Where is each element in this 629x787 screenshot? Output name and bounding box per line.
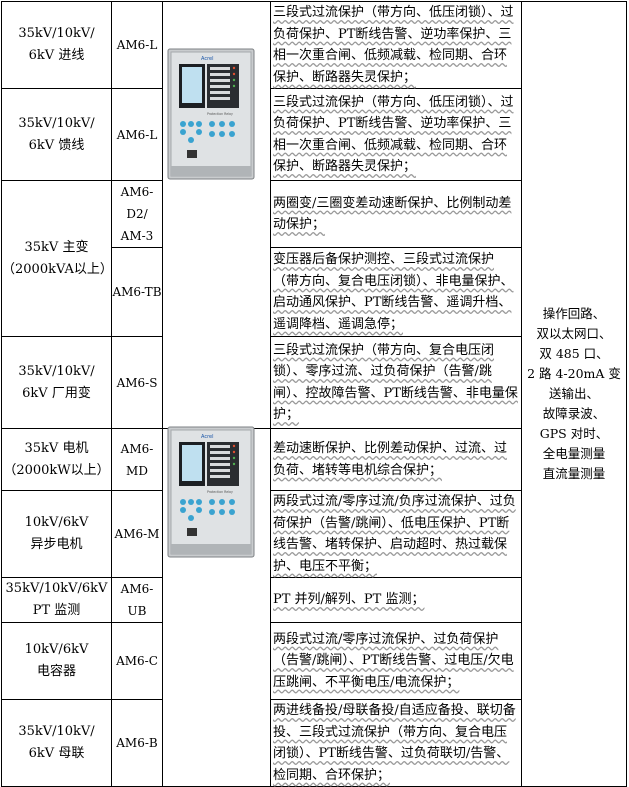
svg-text:Protection Relay: Protection Relay [207,112,233,116]
model-cell: AM6-M [111,490,163,578]
function-cell: 两进线备投/母联备投/自适应备投、联切备投、三段式过流保护（带方向、复合电压闭锁… [270,699,522,787]
application-cell: 35kV/10kV/ 6kV 母联 [1,699,112,787]
function-cell: 三段式过流保护（带方向、复合电压闭锁）、零序过流、过负荷保护（告警/跳闸）、控故… [270,336,522,429]
model-cell: AM6-MD [111,428,163,491]
table-row: 10kV/6kV 异步电机 AM6-M 两段式过流/零序过流/负序过流保护、过负… [1,490,627,578]
application-text: 35kV 主变 （2000kVA以上） [2,239,113,277]
application-cell: 35kV/10kV/ 6kV 馈线 [1,88,112,181]
svg-text:Acrel: Acrel [201,56,214,62]
relay-device-image-bottom: Acrel Protection Relay [167,426,255,558]
function-cell: 差动速断保护、比例差动保护、过流、过负荷、堵转等电机综合保护； [270,428,522,491]
model-cell: AM6-L [111,1,163,89]
application-text: 35kV/10kV/ 6kV 进线 [18,26,95,63]
application-cell: 35kV/10kV/ 6kV 厂用变 [1,336,112,429]
application-text: 10kV/6kV 电容器 [24,642,89,679]
table-row: 35kV 电机 （2000kW以上） AM6-MD Acrel Protecti… [1,426,627,787]
common-features-text: 操作回路、 双以太网口、 双 485 口、 2 路 4-20mA 变 送输出、 … [527,306,621,481]
svg-text:Protection Relay: Protection Relay [207,490,233,494]
model-cell: AM6-UB [111,577,163,623]
model-cell: AM6-D2/ AM-3 [111,180,163,248]
svg-text:Acrel: Acrel [201,434,214,440]
model-text: AM6-D2/ AM-3 [120,185,154,243]
application-cell: 10kV/6kV 电容器 [1,622,112,700]
application-text: 10kV/6kV 异步电机 [24,515,89,552]
relay-device-image-top: Acrel Protection Relay [167,48,255,180]
table-row: 35kV 主变 （2000kVA以上） AM6-D2/ AM-3 两圈变/三圈变… [1,180,627,337]
function-cell: 两圈变/三圈变差动速断保护、比例制动差动保护； [270,180,522,248]
function-cell: 两段式过流/零序过流保护、过负荷保护（告警/跳闸）、PT断线告警、过电压/欠电压… [270,622,522,700]
application-cell: 35kV 电机 （2000kW以上） [1,428,112,491]
model-cell: AM6-L [111,88,163,181]
application-cell: 35kV/10kV/ 6kV 进线 [1,1,112,89]
application-text: 35kV 电机 （2000kW以上） [3,440,110,478]
application-cell: 10kV/6kV 异步电机 [1,490,112,578]
common-features-cell: 操作回路、 双以太网口、 双 485 口、 2 路 4-20mA 变 送输出、 … [521,1,627,787]
function-cell: 三段式过流保护（带方向、低压闭锁）、过负荷保护、PT断线告警、逆功率保护、三相一… [270,88,522,181]
application-text: 35kV/10kV/6kV PT 监测 [5,581,108,618]
table-row: 10kV/6kV 电容器 AM6-C 两段式过流/零序过流保护、过负荷保护（告警… [1,622,627,700]
model-cell: AM6-C [111,622,163,700]
application-text: 35kV/10kV/ 6kV 厂用变 [18,363,95,401]
model-cell: AM6-B [111,699,163,787]
model-cell: AM6-S [111,336,163,429]
device-image-cell: Acrel Protection Relay [162,426,271,787]
function-cell: 三段式过流保护（带方向、低压闭锁）、过负荷保护、PT断线告警、逆功率保护、三相一… [270,1,522,89]
application-text: 35kV/10kV/ 6kV 母联 [18,724,95,761]
table-row: 35kV/10kV/ 6kV 厂用变 AM6-S 三段式过流保护（带方向、复合电… [1,336,627,429]
table-row: 35kV/10kV/ 6kV 馈线 AM6-L 三段式过流保护（带方向、低压闭锁… [1,88,627,181]
function-cell: PT 并列/解列、PT 监测； [270,577,522,623]
application-cell: 35kV 主变 （2000kVA以上） [1,180,113,337]
device-image-cell: Acrel Protection Relay [162,1,271,429]
application-cell: 35kV/10kV/6kV PT 监测 [1,577,112,623]
function-cell: 变压器后备保护测控、三段式过流保护（带方向、复合电压闭锁）、非电量保护、启动通风… [270,247,522,337]
function-cell: 两段式过流/零序过流/负序过流保护、过负荷保护（告警/跳闸）、低电压保护、PT断… [270,490,522,578]
model-cell: AM6-TB [111,247,163,337]
table-row: AM6-TB 变压器后备保护测控、三段式过流保护（带方向、复合电压闭锁）、非电量… [2,247,627,337]
application-text: 35kV/10kV/ 6kV 馈线 [18,115,95,153]
